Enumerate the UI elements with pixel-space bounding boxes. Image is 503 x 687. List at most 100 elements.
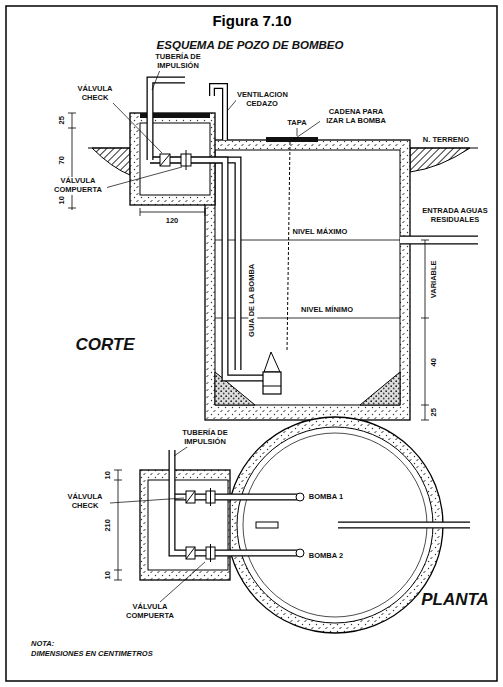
pipes (150, 80, 185, 160)
dimension-value: VARIABLE (430, 259, 439, 299)
part-label: VENTILACION CEDAZO (236, 91, 288, 108)
valves (160, 154, 170, 166)
dimension-lines (425, 240, 426, 420)
view-label: PLANTA (420, 590, 490, 610)
plan-pipes (172, 450, 297, 553)
plan-dimension-lines (114, 480, 122, 481)
pump-label: BOMBA 1 (308, 493, 344, 502)
lid (266, 137, 318, 142)
part-label: VÁLVULA COMPUERTA (49, 177, 107, 194)
plan-valves (186, 547, 195, 559)
pump (263, 372, 281, 394)
dimension-lines (68, 208, 76, 209)
plan-pipes (338, 523, 470, 528)
dimension-value: 10 (58, 195, 67, 205)
dimension-value: 10 (104, 470, 113, 480)
ground-hatch (92, 148, 130, 175)
dimension-value: 70 (58, 155, 67, 165)
dimension-value: 25 (430, 407, 439, 417)
plan-valves (186, 488, 215, 562)
part-label: VÁLVULA CHECK (62, 493, 108, 510)
part-label: GUIA DE LA BOMBA (249, 262, 258, 337)
plan-dimension-lines (118, 470, 119, 580)
plan-dimension-lines (114, 570, 122, 571)
hatch-opening (256, 522, 278, 528)
note-label: NOTA: (30, 640, 55, 649)
plan-pipes (172, 450, 297, 553)
pump-2-mark (296, 549, 304, 557)
frame (6, 6, 497, 681)
leader-lines (110, 100, 162, 153)
note-label: DIMENSIONES EN CENTIMETROS (30, 650, 154, 659)
level-label: NIVEL MÁXIMO (292, 228, 349, 237)
dimension-lines (68, 113, 429, 420)
dimension-lines (68, 113, 76, 114)
valves (186, 150, 187, 170)
chain (287, 142, 290, 352)
pipes (400, 237, 478, 244)
dimension-lines (72, 113, 73, 210)
dimension-lines (140, 208, 141, 216)
plan-valves (186, 491, 195, 503)
ground-label: N. TERRENO (422, 136, 470, 145)
dimension-value: 120 (165, 217, 180, 226)
dimension-value: 10 (104, 570, 113, 580)
pipes (150, 160, 263, 378)
dimension-lines (421, 420, 429, 421)
plan-dimension-lines (114, 470, 122, 471)
pump-top (264, 352, 280, 372)
dimension-lines (421, 405, 429, 406)
plan-valves (186, 547, 195, 559)
part-label: TUBERÍA DE IMPULSIÓN (143, 53, 213, 70)
pipes (212, 86, 225, 140)
plan-dimension-lines (114, 470, 122, 580)
part-label: CADENA PARA IZAR LA BOMBA (320, 108, 392, 125)
dimension-lines (68, 128, 76, 129)
ground-line (410, 147, 478, 148)
plan-leader-lines (160, 562, 205, 602)
max-level (215, 240, 400, 241)
plan-valves (186, 491, 195, 503)
dimension-lines (140, 212, 205, 213)
fillet (360, 372, 400, 405)
pipes (400, 236, 478, 245)
pump-1-mark (296, 493, 304, 501)
plan-valves (210, 488, 211, 506)
plan-leader-lines (110, 498, 184, 503)
plan-pipes (172, 450, 470, 553)
figure-title: Figura 7.10 (212, 12, 291, 29)
pump-detail (263, 386, 281, 387)
leader-lines (105, 167, 182, 188)
level-label: NIVEL MÍNIMO (300, 306, 354, 315)
part-label: VÁLVULA COMPUERTA (119, 603, 181, 620)
well-interior (215, 150, 400, 405)
view-label: CORTE (74, 335, 135, 355)
pipes (150, 80, 478, 378)
min-level (215, 318, 400, 319)
plan-dimension-lines (114, 580, 122, 581)
dimension-value: 25 (58, 115, 67, 125)
plan-leader-lines (110, 445, 205, 602)
part-label: TUBERÍA DE IMPULSIÓN (169, 429, 241, 446)
part-label: TAPA (286, 119, 307, 128)
part-label: VÁLVULA CHECK (72, 85, 118, 102)
pipes (150, 160, 263, 378)
dimension-value: 40 (430, 357, 439, 367)
dimension-lines (421, 240, 429, 241)
pump-label: BOMBA 2 (308, 552, 344, 561)
dimension-lines (421, 318, 429, 319)
valves (160, 154, 170, 166)
valves (160, 150, 191, 170)
drawing-subtitle: ESQUEMA DE POZO DE BOMBEO (156, 39, 345, 52)
leader-lines (297, 128, 298, 136)
valve-box-plan (140, 470, 230, 580)
plan-pipes (338, 522, 470, 529)
plan-leader-lines (174, 445, 190, 456)
dimension-value: 210 (104, 518, 113, 533)
pipes (150, 80, 185, 160)
plan-valves (210, 544, 211, 562)
pipes (212, 86, 225, 140)
ground-hatch (410, 148, 470, 172)
